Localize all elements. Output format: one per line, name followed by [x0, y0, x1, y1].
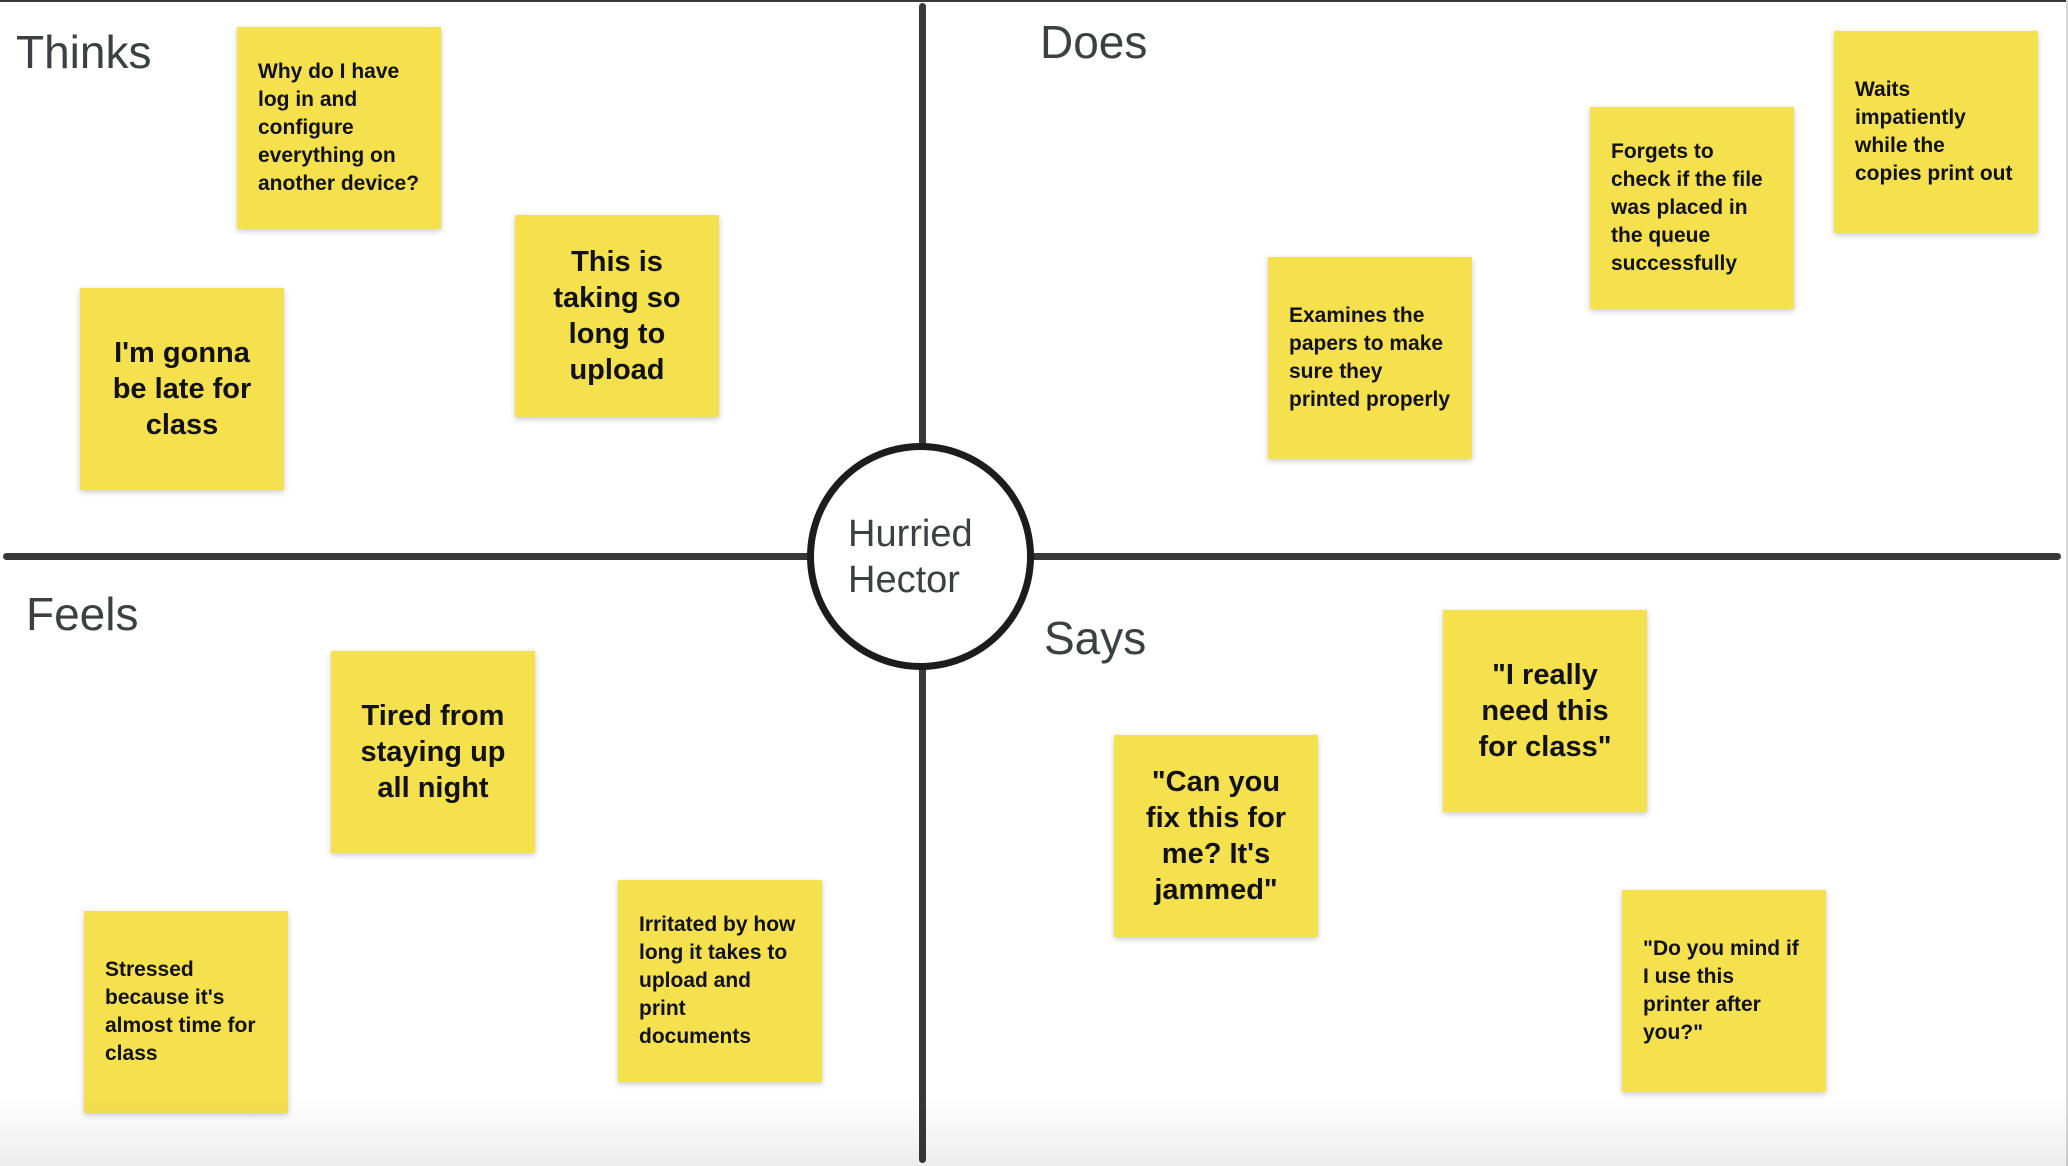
canvas-bottom-fade [0, 1096, 2068, 1166]
sticky-note-says-use-printer[interactable]: "Do you mind if I use this printer after… [1622, 890, 1826, 1092]
sticky-note-feels-tired[interactable]: Tired from staying up all night [331, 651, 535, 853]
sticky-note-thinks-late-for-class[interactable]: I'm gonna be late for class [80, 288, 284, 490]
sticky-note-feels-irritated[interactable]: Irritated by how long it takes to upload… [618, 880, 822, 1082]
quadrant-label-says: Says [1044, 612, 1147, 664]
persona-name: Hurried Hector [848, 511, 1027, 603]
sticky-note-does-examines-papers[interactable]: Examines the papers to make sure they pr… [1268, 257, 1472, 459]
persona-circle[interactable]: Hurried Hector [807, 443, 1034, 670]
sticky-note-says-fix-jammed[interactable]: "Can you fix this for me? It's jammed" [1114, 735, 1318, 937]
sticky-note-does-waits-impatiently[interactable]: Waits impatiently while the copies print… [1834, 31, 2038, 233]
sticky-note-says-need-for-class[interactable]: "I really need this for class" [1443, 610, 1647, 812]
persona-name-line2: Hector [848, 558, 960, 601]
sticky-note-thinks-taking-so-long[interactable]: This is taking so long to upload [515, 215, 719, 417]
canvas-top-edge [0, 0, 2068, 2]
sticky-note-does-forgets-queue[interactable]: Forgets to check if the file was placed … [1590, 107, 1794, 309]
sticky-note-thinks-login-configure[interactable]: Why do I have log in and configure every… [237, 27, 441, 229]
quadrant-label-thinks: Thinks [16, 26, 152, 78]
quadrant-label-does: Does [1040, 16, 1148, 68]
persona-name-line1: Hurried [848, 512, 973, 555]
canvas-right-edge [2066, 0, 2068, 1166]
sticky-note-feels-stressed[interactable]: Stressed because it's almost time for cl… [84, 911, 288, 1113]
quadrant-label-feels: Feels [26, 588, 139, 640]
